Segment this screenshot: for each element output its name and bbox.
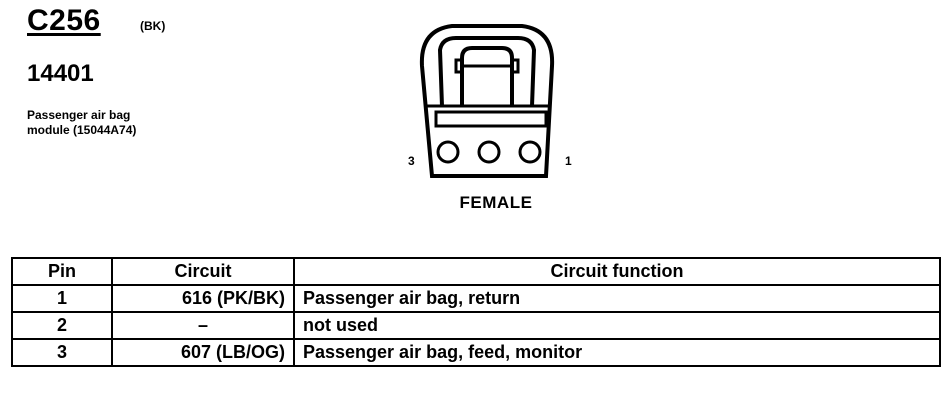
header-circuit: Circuit bbox=[111, 257, 295, 286]
table-row: 1 616 (PK/BK) Passenger air bag, return bbox=[11, 284, 941, 313]
cell-function: not used bbox=[293, 311, 941, 340]
header-pin: Pin bbox=[11, 257, 113, 286]
cell-function: Passenger air bag, return bbox=[293, 284, 941, 313]
cell-pin: 1 bbox=[11, 284, 113, 313]
cell-circuit: 607 (LB/OG) bbox=[111, 338, 295, 367]
description-line-1: Passenger air bag bbox=[27, 108, 131, 122]
part-number: 14401 bbox=[27, 60, 94, 87]
pin-cavity-2 bbox=[477, 140, 501, 164]
connector-color: (BK) bbox=[140, 19, 166, 33]
connector-gender: FEMALE bbox=[459, 193, 533, 212]
table-header-row: Pin Circuit Circuit function bbox=[11, 257, 941, 286]
connector-housing-outline bbox=[419, 24, 555, 178]
table-row: 2 – not used bbox=[11, 311, 941, 340]
cell-circuit: – bbox=[111, 311, 295, 340]
cell-pin: 3 bbox=[11, 338, 113, 367]
connector-description: Passenger air bag module (15044A74) bbox=[27, 108, 267, 138]
connector-code: C256 bbox=[27, 4, 101, 37]
pin-cavity-3 bbox=[436, 140, 460, 164]
cell-function: Passenger air bag, feed, monitor bbox=[293, 338, 941, 367]
cell-pin: 2 bbox=[11, 311, 113, 340]
connector-latch-shroud bbox=[437, 36, 537, 107]
connector-key-slot bbox=[434, 110, 548, 128]
pin-label-right: 1 bbox=[565, 154, 572, 168]
pinout-table: Pin Circuit Circuit function 1 616 (PK/B… bbox=[11, 257, 941, 367]
header-circuit-function: Circuit function bbox=[293, 257, 941, 286]
pin-label-left: 3 bbox=[408, 154, 415, 168]
description-line-2: module (15044A74) bbox=[27, 123, 137, 137]
table-row: 3 607 (LB/OG) Passenger air bag, feed, m… bbox=[11, 338, 941, 367]
connector-latch bbox=[460, 46, 514, 106]
cell-circuit: 616 (PK/BK) bbox=[111, 284, 295, 313]
pin-cavity-1 bbox=[518, 140, 542, 164]
connector-face-drawing bbox=[419, 24, 555, 178]
